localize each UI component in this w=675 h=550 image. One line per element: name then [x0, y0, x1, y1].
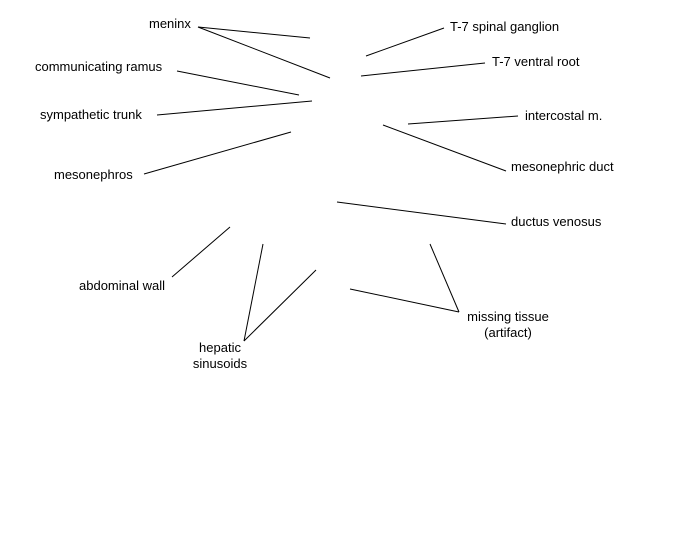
leader-missing-tissue-a [429, 243, 460, 313]
label-mesonephros: mesonephros [54, 167, 133, 182]
leader-communicating-ramus [176, 70, 300, 96]
label-abdominal-wall: abdominal wall [79, 278, 165, 293]
leader-t7-ventral-root [360, 62, 486, 77]
leader-hepatic-sinusoids-a [243, 243, 264, 342]
label-ductus-venosus: ductus venosus [511, 214, 602, 229]
label-hepatic-sinusoids: hepatic sinusoids [187, 340, 253, 372]
leader-missing-tissue-b [349, 288, 460, 313]
label-missing-tissue: missing tissue (artifact) [460, 309, 556, 341]
label-hepatic-sinusoids-line1: hepatic [199, 340, 241, 355]
leader-mesonephric-duct [382, 124, 507, 172]
label-hepatic-sinusoids-line2: sinusoids [192, 356, 248, 371]
leader-meninx-a [197, 26, 311, 39]
label-missing-tissue-line1: missing tissue [467, 309, 549, 324]
label-mesonephric-duct: mesonephric duct [511, 159, 614, 174]
leader-t7-spinal-ganglion [365, 27, 445, 57]
label-meninx: meninx [149, 16, 191, 31]
leader-intercostal-m [407, 115, 519, 125]
label-missing-tissue-line2: (artifact) [484, 325, 532, 340]
label-communicating-ramus: communicating ramus [35, 59, 163, 74]
label-intercostal-m: intercostal m. [525, 108, 603, 123]
label-t7-spinal-ganglion: T-7 spinal ganglion [450, 19, 560, 34]
leader-abdominal-wall [171, 226, 231, 278]
label-sympathetic-trunk: sympathetic trunk [40, 107, 142, 122]
leader-hepatic-sinusoids-b [243, 269, 317, 342]
leader-sympathetic-trunk [156, 100, 313, 116]
leader-meninx-b [197, 26, 331, 79]
label-t7-ventral-root: T-7 ventral root [492, 54, 580, 69]
leader-mesonephros [143, 131, 292, 175]
leader-ductus-venosus [336, 201, 507, 225]
